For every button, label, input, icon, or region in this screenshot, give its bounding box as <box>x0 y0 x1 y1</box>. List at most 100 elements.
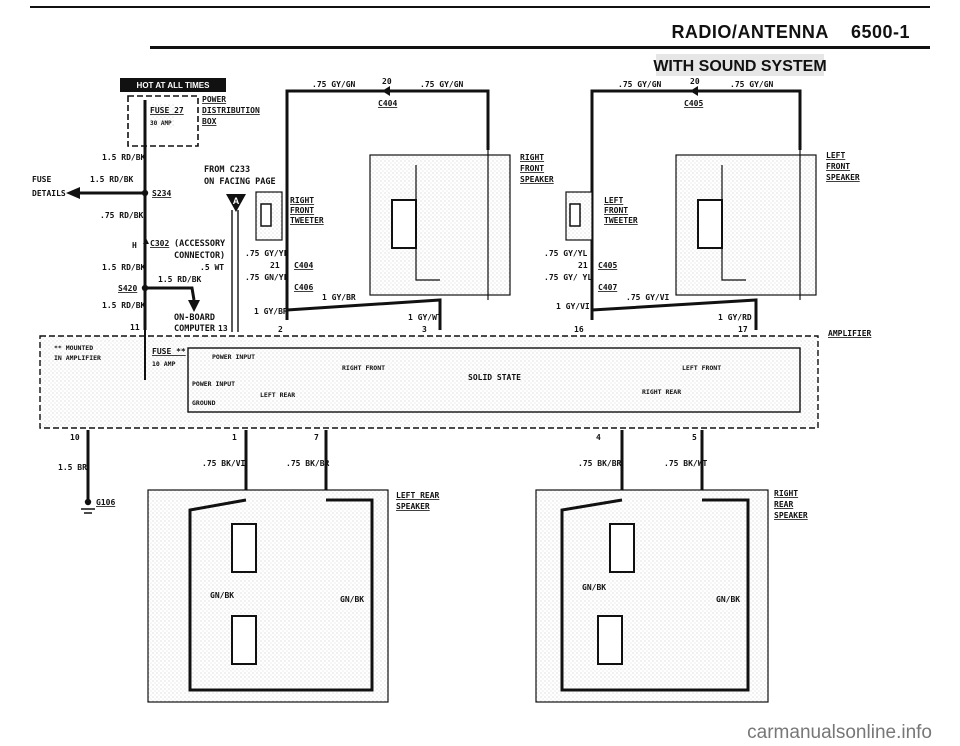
pin-21-left: 21 <box>270 261 280 270</box>
rf-speaker-label-3: SPEAKER <box>520 175 554 184</box>
subtitle-banner <box>656 54 824 76</box>
solid-state-label: SOLID STATE <box>468 373 521 382</box>
pin-5: 5 <box>692 433 697 442</box>
right-rear-midrange-icon <box>597 615 623 665</box>
gnbk-3: GN/BK <box>582 583 606 592</box>
left-front-channel: LEFT FRONT <box>682 364 721 372</box>
mounted-label-1: ** MOUNTED <box>54 344 93 352</box>
wire-75gyvi: .75 GY/VI <box>626 293 670 302</box>
ground-label: GROUND <box>192 399 216 407</box>
solid-state-module <box>187 347 801 413</box>
fuse-amp-rating: 10 AMP <box>152 360 176 368</box>
pin-11: 11 <box>130 323 140 332</box>
pin-7: 7 <box>314 433 319 442</box>
fuse27-amp: 30 AMP <box>150 120 172 127</box>
amplifier-label: AMPLIFIER <box>828 329 872 338</box>
wire-75gygn-4: .75 GY/GN <box>730 80 774 89</box>
onboard-arrow-icon <box>188 300 200 312</box>
power-dist-label-2: DISTRIBUTION <box>202 106 260 115</box>
accessory-label-1: (ACCESSORY <box>174 239 226 249</box>
left-front-tweeter-icon <box>569 203 581 227</box>
lr-speaker-label-2: SPEAKER <box>396 502 430 511</box>
pin-20-left: 20 <box>382 77 392 86</box>
wire-15rdbk-c: 1.5 RD/BK <box>102 263 146 272</box>
left-rear-speaker-box <box>147 489 389 703</box>
pin-10: 10 <box>70 433 80 442</box>
lf-tweeter-label-3: TWEETER <box>604 216 638 225</box>
wire-1gyrd: 1 GY/RD <box>718 313 752 322</box>
rf-speaker-inner-wire <box>415 165 440 281</box>
left-front-speaker-icon <box>697 199 723 249</box>
pin-17: 17 <box>738 325 748 334</box>
rf-tweeter-label-2: FRONT <box>290 206 314 215</box>
pin-3: 3 <box>422 325 427 334</box>
lf-speaker-label-1: LEFT <box>826 151 845 160</box>
right-rear-woofer-icon <box>609 523 635 573</box>
fuse-amp-label: FUSE ** <box>152 347 186 356</box>
right-front-speaker-icon <box>391 199 417 249</box>
wire-75bkbr-right: .75 BK/BR <box>578 459 622 468</box>
c302-label: C302 <box>150 239 169 248</box>
s420-label: S420 <box>118 284 137 293</box>
mounted-label-2: IN AMPLIFIER <box>54 354 101 362</box>
wire-75rdbk: .75 RD/BK <box>100 211 144 220</box>
wire-75gygn-2: .75 GY/GN <box>420 80 464 89</box>
wire-75bkbr-left: .75 BK/BR <box>286 459 330 468</box>
wire-75bkwt: .75 BK/WT <box>664 459 708 468</box>
pin-16: 16 <box>574 325 584 334</box>
power-distribution-box <box>127 95 199 147</box>
lf-tweeter-label-2: FRONT <box>604 206 628 215</box>
s234-label: S234 <box>152 189 171 198</box>
on-facing-page: ON FACING PAGE <box>204 177 276 187</box>
left-rear-channel: LEFT REAR <box>260 391 295 399</box>
ground-g106-icon <box>84 498 92 506</box>
left-rear-midrange-icon <box>231 615 257 665</box>
c405-mid-label: C405 <box>598 261 617 270</box>
wire-to-onboard <box>145 286 196 301</box>
on-board-label: ON-BOARD <box>174 313 215 323</box>
c404-top-label: C404 <box>378 99 397 108</box>
wire-1gybr-b: 1 GY/BR <box>254 307 288 316</box>
power-dist-label-3: BOX <box>202 117 217 126</box>
right-rear-inner-wire <box>560 498 750 692</box>
rf-tweeter-label-3: TWEETER <box>290 216 324 225</box>
wire-75gygn-3: .75 GY/GN <box>618 80 662 89</box>
wire-1gybr-a: 1 GY/BR <box>322 293 356 302</box>
rf-speaker-label-1: RIGHT <box>520 153 544 162</box>
lr-speaker-label-1: LEFT REAR <box>396 491 440 500</box>
fuse-details-label-1: FUSE <box>32 175 51 184</box>
splice-s234 <box>141 189 149 197</box>
connector-c405-top-icon <box>690 86 698 96</box>
wire-75bkvi: .75 BK/VI <box>202 459 246 468</box>
c404-mid-label: C404 <box>294 261 313 270</box>
pin-2: 2 <box>278 325 283 334</box>
lf-speaker-label-2: FRONT <box>826 162 850 171</box>
fuse-details-label-2: DETAILS <box>32 189 66 198</box>
pin-13: 13 <box>218 324 228 333</box>
connector-c302-icon <box>143 238 149 244</box>
wire-75gnyl: .75 GN/YL <box>245 273 289 282</box>
wire-1gybr <box>286 298 442 330</box>
hot-at-all-times-bar <box>120 78 226 92</box>
gnbk-1: GN/BK <box>210 591 234 600</box>
gnbk-4: GN/BK <box>716 595 740 604</box>
arrow-a-label: A <box>233 196 240 206</box>
wire-1gyvi <box>591 298 758 330</box>
pin-h: H <box>132 241 137 250</box>
accessory-label-2: CONNECTOR) <box>174 251 225 261</box>
wire-15rdbk-e: 1.5 RD/BK <box>102 301 146 310</box>
header-system: RADIO/ANTENNA <box>671 22 829 42</box>
watermark: carmanualsonline.info <box>747 722 932 743</box>
wire-15rdbk-a: 1.5 RD/BK <box>102 153 146 162</box>
subtitle: WITH SOUND SYSTEM <box>653 58 826 75</box>
header-rule <box>150 46 930 49</box>
power-input-label-2: POWER INPUT <box>192 380 235 388</box>
lf-speaker-inner-wire <box>721 165 746 281</box>
wire-75gygn-1: .75 GY/GN <box>312 80 356 89</box>
lf-tweeter-label-1: LEFT <box>604 196 623 205</box>
fuse-details-arrow-icon <box>66 187 80 199</box>
connector-c404-top-icon <box>382 86 390 96</box>
c406-label: C406 <box>294 283 313 292</box>
